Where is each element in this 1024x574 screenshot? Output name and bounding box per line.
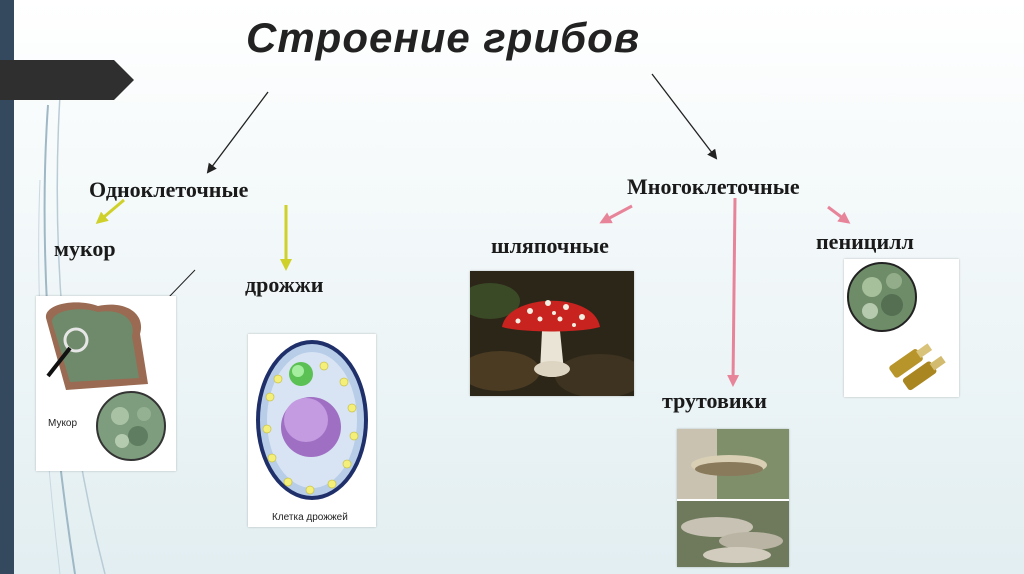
arrow-to-cap-fungi [599,204,633,224]
arrow-to-mukor [95,198,125,224]
left-edge-stripe [0,0,14,574]
unicellular-label: Одноклеточные [89,177,249,202]
pointer-line [167,269,196,299]
slide-title: Строение грибов [246,14,641,61]
arrow-to-tinder-fungi [727,197,740,387]
yeast-caption: Клетка дрожжей [272,512,348,523]
yeast-cell-image: Клетка дрожжей [248,334,376,527]
arrow-title-to-multicellular [651,73,718,160]
arrow-title-to-unicellular [206,91,269,174]
arrow-to-penicillium [827,205,851,224]
yeast-label: дрожжи [245,272,324,297]
penicillium-label: пеницилл [816,229,914,254]
cap-fungi-label: шляпочные [491,233,609,258]
bread-mold-image: Мукор [36,296,176,471]
mukor-caption: Мукор [48,418,78,429]
fly-agaric-image [470,271,634,396]
multicellular-label: Многоклеточные [627,174,800,199]
tinder-fungus-image [677,429,789,567]
slide-tab-marker [0,60,134,100]
mukor-label: мукор [54,236,116,261]
tinder-fungi-label: трутовики [662,388,767,413]
penicillium-image [844,259,959,397]
